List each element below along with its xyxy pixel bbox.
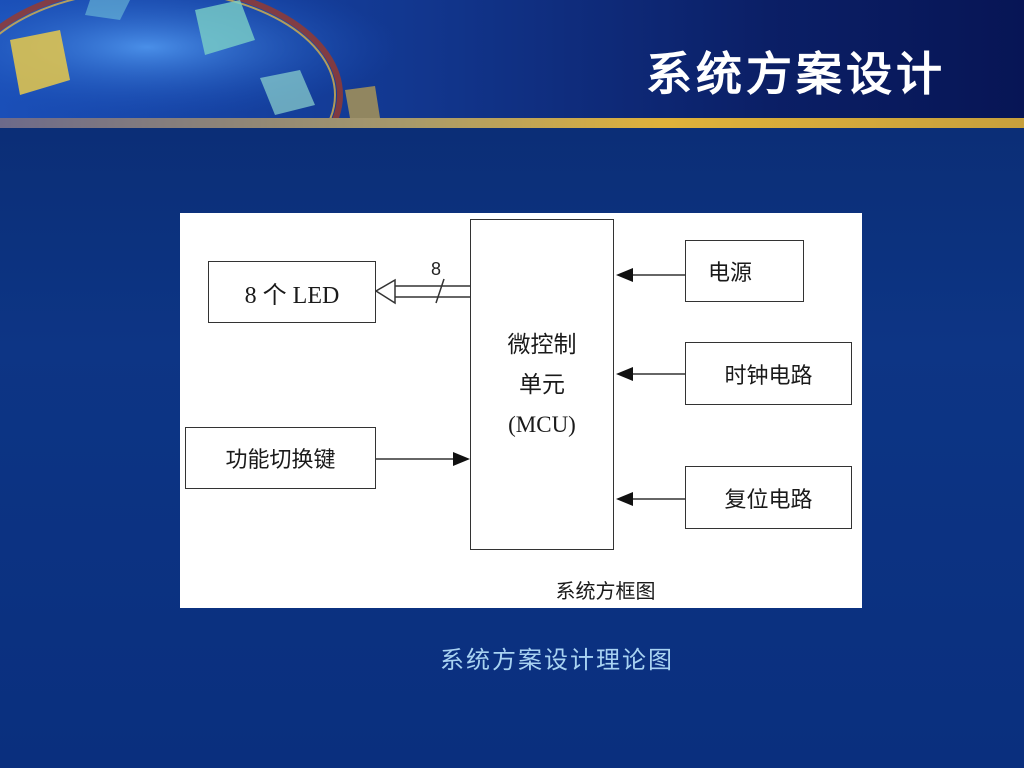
slide-title: 系统方案设计: [646, 47, 946, 101]
slide-caption: 系统方案设计理论图: [440, 646, 674, 674]
reset-box: 复位电路: [685, 466, 852, 529]
reset-arrow: [616, 492, 685, 506]
power-label: 电源: [708, 261, 753, 286]
clock-box: 时钟电路: [685, 342, 852, 405]
switch-arrow: [376, 452, 470, 466]
diagram-caption: 系统方框图: [555, 579, 656, 603]
clock-label: 时钟电路: [724, 363, 813, 389]
clock-arrow: [616, 367, 685, 381]
power-arrow: [616, 268, 685, 282]
mcu-label-line1: 微控制: [507, 331, 577, 358]
header-decoration: [0, 0, 420, 118]
reset-label: 复位电路: [724, 487, 813, 513]
mcu-label-line2: 单元: [519, 371, 565, 398]
led-bus-arrow: [374, 278, 470, 305]
switch-box: 功能切换键: [185, 427, 376, 489]
block-diagram: 8 8 个 LED 功能切换键 微控制 单元 (MCU) 电源: [180, 213, 862, 608]
mcu-box: 微控制 单元 (MCU): [470, 219, 614, 550]
slide-header: 系统方案设计: [0, 0, 1024, 118]
bus-width-label: 8: [431, 259, 441, 279]
diagram-connectors: 8: [374, 259, 685, 506]
switch-label: 功能切换键: [225, 448, 336, 473]
led-label: 8 个 LED: [244, 282, 340, 309]
header-accent-bar: [0, 118, 1024, 128]
power-box: 电源: [685, 240, 804, 302]
mcu-label-line3: (MCU): [508, 411, 576, 437]
led-box: 8 个 LED: [208, 261, 376, 323]
